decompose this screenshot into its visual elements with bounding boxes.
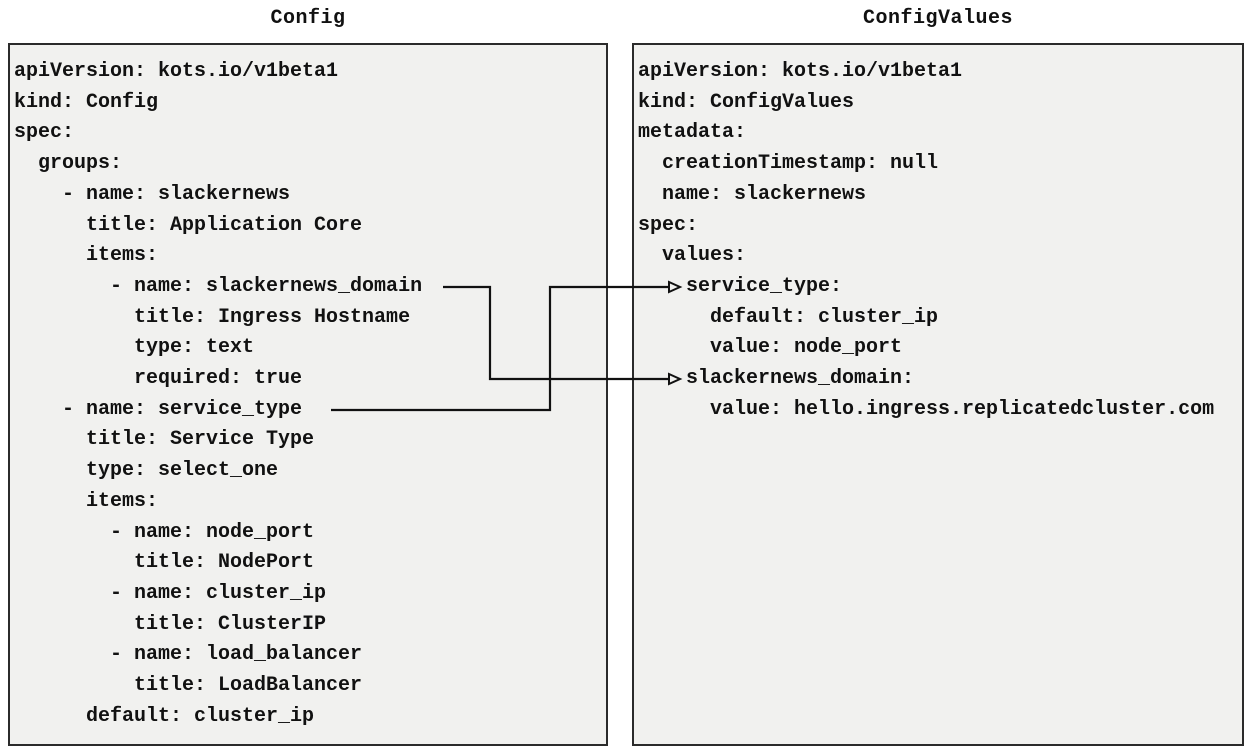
config-yaml-code: apiVersion: kots.io/v1beta1 kind: Config…	[14, 60, 423, 728]
config-panel: apiVersion: kots.io/v1beta1 kind: Config…	[8, 43, 608, 746]
configvalues-yaml-code: apiVersion: kots.io/v1beta1 kind: Config…	[638, 60, 1215, 421]
config-panel-title: Config	[270, 7, 346, 30]
configvalues-panel-title: ConfigValues	[862, 7, 1014, 30]
configvalues-panel: apiVersion: kots.io/v1beta1 kind: Config…	[632, 43, 1244, 746]
